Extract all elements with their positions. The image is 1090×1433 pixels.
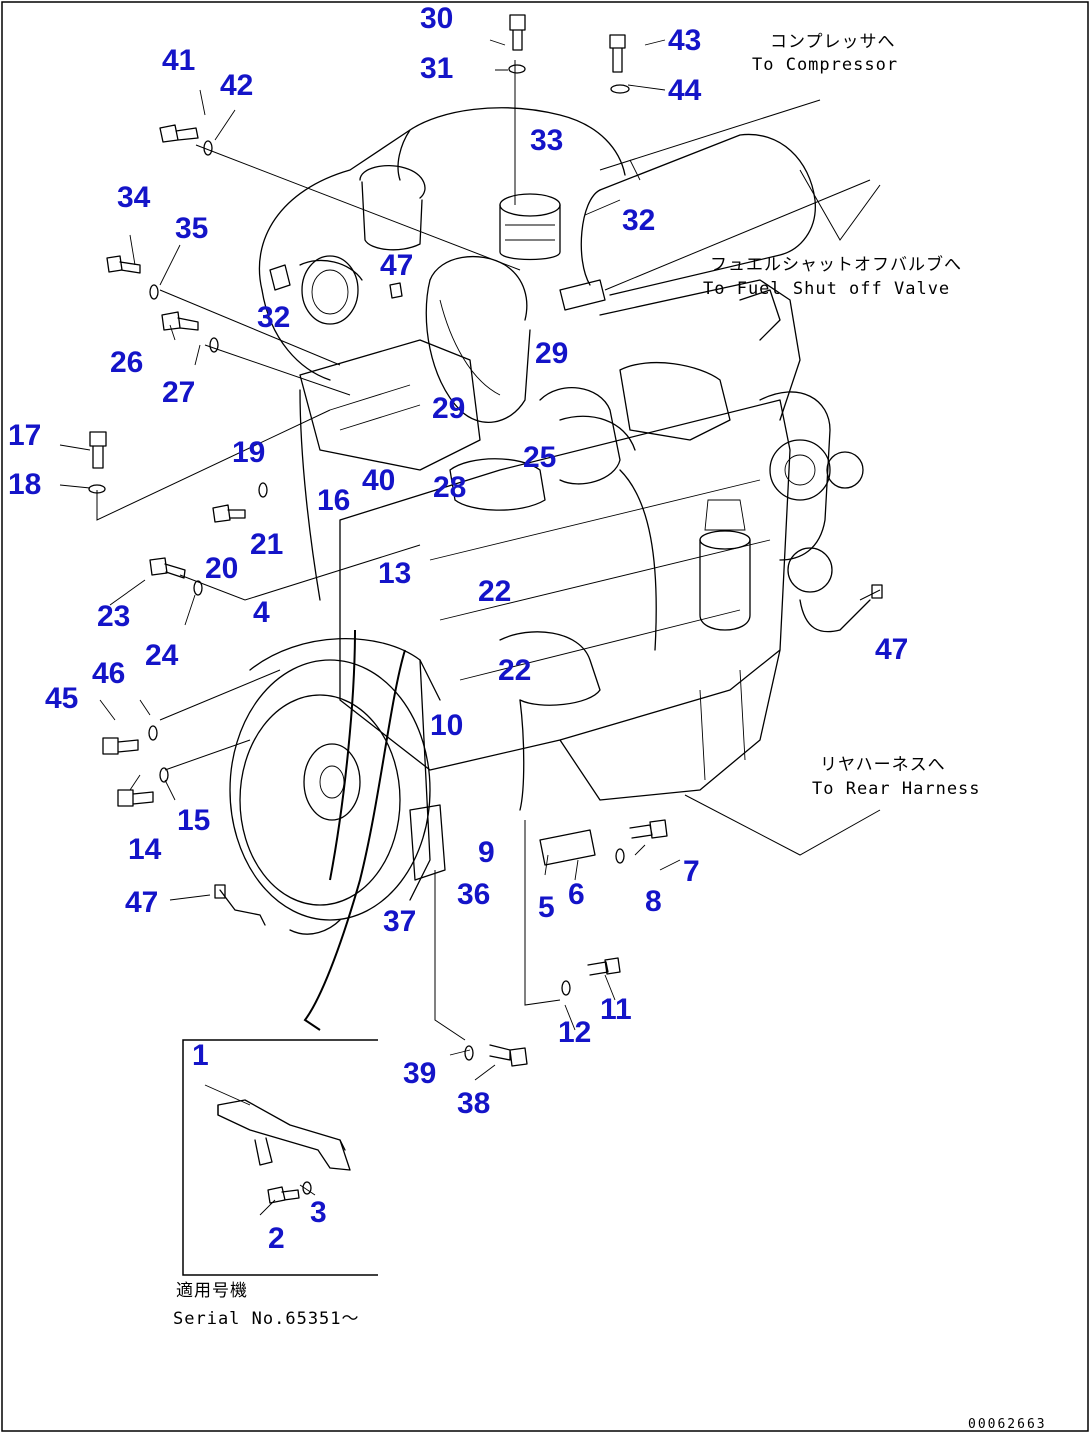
callout-6: 6: [568, 878, 585, 911]
callout-25: 25: [523, 441, 556, 474]
callout-16: 16: [317, 484, 350, 517]
drawing-code: 00062663: [968, 1417, 1047, 1432]
callout-40: 40: [362, 464, 395, 497]
callout-41: 41: [162, 44, 195, 77]
callout-44: 44: [668, 74, 702, 107]
callout-45: 45: [45, 682, 78, 715]
callout-33: 33: [530, 124, 563, 157]
callout-8: 8: [645, 885, 662, 918]
callout-26: 26: [110, 346, 143, 379]
callout-34: 34: [117, 181, 151, 214]
callout-47-right: 47: [875, 633, 908, 666]
callout-30: 30: [420, 2, 453, 35]
callout-42: 42: [220, 69, 253, 102]
callout-32-left: 32: [257, 301, 290, 334]
callout-13: 13: [378, 557, 411, 590]
callout-43: 43: [668, 24, 701, 57]
callout-32-upper: 32: [622, 204, 655, 237]
callout-12: 12: [558, 1016, 591, 1049]
callout-2: 2: [268, 1222, 285, 1255]
callout-23: 23: [97, 600, 130, 633]
callout-5: 5: [538, 891, 555, 924]
callout-47-top: 47: [380, 249, 413, 282]
callout-47-left: 47: [125, 886, 158, 919]
bolts-and-washers: [88, 14, 883, 1067]
callout-22-upper: 22: [478, 575, 511, 608]
engine-drawing: [219, 107, 871, 1031]
callout-19: 19: [232, 436, 265, 469]
callout-22-lower: 22: [498, 654, 531, 687]
callout-3: 3: [310, 1196, 327, 1229]
callout-24: 24: [145, 639, 179, 672]
callout-31: 31: [420, 52, 453, 85]
note-rear-harness-en: To Rear Harness: [812, 779, 981, 799]
callout-7: 7: [683, 855, 700, 888]
callout-11: 11: [600, 993, 632, 1026]
inset-detail: [182, 1039, 378, 1276]
callout-21: 21: [250, 528, 283, 561]
callout-28: 28: [433, 471, 466, 504]
callout-15: 15: [177, 804, 210, 837]
note-compressor-jp: コンプレッサへ: [770, 32, 896, 52]
callout-27: 27: [162, 376, 195, 409]
callout-29-right: 29: [535, 337, 568, 370]
callout-35: 35: [175, 212, 208, 245]
callout-10: 10: [430, 709, 463, 742]
callout-29-left: 29: [432, 392, 465, 425]
note-serial-en: Serial No.65351～: [173, 1309, 360, 1329]
callout-37: 37: [383, 905, 416, 938]
callout-38: 38: [457, 1087, 490, 1120]
note-compressor-en: To Compressor: [752, 55, 898, 75]
callout-20: 20: [205, 552, 238, 585]
callout-18: 18: [8, 468, 41, 501]
callout-numbers: 41 42 30 31 43 44 33 34 35 32 32 47 26 2…: [8, 2, 908, 1255]
callout-1: 1: [192, 1039, 209, 1072]
callout-39: 39: [403, 1057, 436, 1090]
note-fuel-valve-en: To Fuel Shut off Valve: [703, 279, 950, 299]
callout-17: 17: [8, 419, 41, 452]
note-fuel-valve-jp: フュエルシャットオフバルブへ: [710, 254, 962, 275]
callout-4: 4: [253, 596, 270, 629]
callout-14: 14: [128, 833, 162, 866]
callout-36: 36: [457, 878, 490, 911]
note-serial-jp: 適用号機: [176, 1281, 248, 1301]
callout-46: 46: [92, 657, 125, 690]
destination-notes: コンプレッサへ To Compressor フュエルシャットオフバルブへ To …: [173, 32, 1047, 1432]
note-rear-harness-jp: リヤハーネスへ: [820, 755, 946, 775]
callout-9: 9: [478, 836, 495, 869]
